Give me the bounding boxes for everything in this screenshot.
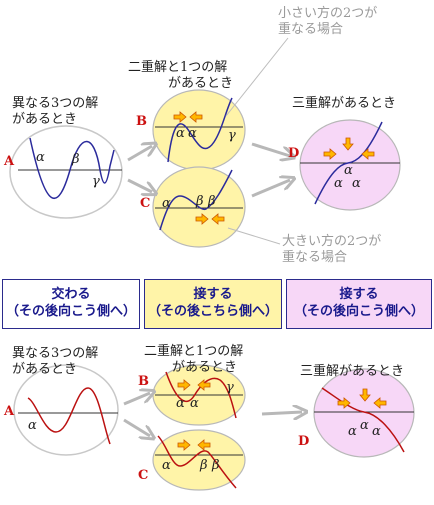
- label-a-bottom: A: [4, 404, 15, 419]
- top-stage1-label: 異なる3つの解があるとき: [12, 96, 99, 127]
- bottom-curve-c: [157, 435, 237, 489]
- label-a-top: A: [4, 154, 15, 169]
- arrow-a-to-c-bottom: [123, 418, 150, 436]
- arrow-a-to-b: [127, 146, 152, 162]
- arrow-right-icon: [323, 148, 337, 160]
- bottom-curve-a: [27, 387, 111, 445]
- arrow-to-d-bottom: [261, 412, 302, 414]
- note-large-overlap: 大きい方の2つが重なる場合: [282, 234, 382, 265]
- label-c-bottom: C: [138, 468, 149, 483]
- root-alpha: α: [176, 396, 185, 411]
- note-small-overlap: 小さい方の2つが重なる場合: [278, 6, 378, 37]
- root-alpha: α: [352, 176, 361, 191]
- arrow-a-to-b-bottom: [123, 393, 150, 406]
- bottom-circle-a: [13, 364, 119, 456]
- arrow-right-icon: [177, 439, 191, 451]
- root-beta: β: [208, 194, 216, 209]
- top-curve-c: [159, 169, 233, 231]
- box-intersect: 交わる（その後向こう側へ）: [2, 279, 140, 329]
- root-alpha: α: [344, 163, 353, 178]
- root-alpha: α: [36, 150, 45, 165]
- arrow-down-icon: [359, 388, 371, 402]
- top-circle-d: [299, 119, 401, 211]
- root-alpha: α: [334, 176, 343, 191]
- arrow-b-to-d: [251, 142, 290, 156]
- root-alpha: α: [162, 196, 171, 211]
- top-stage2-label: 二重解と1つの解があるとき: [128, 60, 234, 91]
- label-d-top: D: [288, 146, 300, 161]
- label-d-bottom: D: [298, 434, 310, 449]
- bottom-curve-b: [165, 371, 237, 419]
- root-alpha: α: [360, 418, 369, 433]
- bottom-curve-d: [321, 387, 405, 453]
- arrow-right-icon: [337, 397, 351, 409]
- root-gamma: γ: [92, 174, 100, 189]
- arrow-left-icon: [211, 213, 225, 225]
- top-stage3-label: 三重解があるとき: [292, 96, 397, 111]
- root-alpha: α: [176, 126, 185, 141]
- root-alpha: α: [28, 418, 37, 433]
- arrow-left-icon: [361, 148, 375, 160]
- box-tangent-cross: 接する（その後向こう側へ）: [286, 279, 432, 329]
- bottom-circle-c: [152, 429, 246, 491]
- top-curve-b: [167, 97, 233, 163]
- arrow-left-icon: [373, 397, 387, 409]
- top-curve-a: [29, 137, 115, 200]
- top-curve-d: [314, 121, 383, 205]
- box-tangent-same-side: 接する（その後こちら側へ）: [144, 279, 282, 329]
- bottom-stage2-label: 二重解と1つの解があるとき: [144, 344, 244, 375]
- root-beta: β: [72, 152, 80, 167]
- arrow-c-to-d: [251, 180, 290, 198]
- arrow-a-to-c: [127, 178, 152, 192]
- label-b-top: B: [136, 114, 147, 129]
- arrow-right-icon: [173, 111, 187, 123]
- note-large-pointer: [227, 227, 281, 245]
- root-beta: β: [196, 194, 204, 209]
- root-alpha: α: [372, 424, 381, 439]
- arrow-left-icon: [197, 439, 211, 451]
- root-beta: β: [212, 458, 220, 473]
- arrow-right-icon: [195, 213, 209, 225]
- label-b-bottom: B: [138, 374, 149, 389]
- bottom-stage3-label: 三重解があるとき: [300, 364, 405, 379]
- note-small-pointer: [225, 37, 289, 117]
- bottom-circle-d: [313, 368, 415, 458]
- root-alpha: α: [348, 424, 357, 439]
- root-alpha: α: [162, 458, 171, 473]
- root-gamma: γ: [226, 380, 234, 395]
- arrow-left-icon: [197, 379, 211, 391]
- top-circle-a: [9, 125, 123, 219]
- root-beta: β: [200, 458, 208, 473]
- root-gamma: γ: [228, 128, 236, 143]
- arrow-down-icon: [342, 137, 354, 151]
- arrow-left-icon: [189, 111, 203, 123]
- bottom-stage1-label: 異なる3つの解があるとき: [12, 346, 99, 377]
- arrow-right-icon: [177, 379, 191, 391]
- root-alpha: α: [188, 126, 197, 141]
- label-c-top: C: [140, 196, 151, 211]
- root-alpha: α: [190, 396, 199, 411]
